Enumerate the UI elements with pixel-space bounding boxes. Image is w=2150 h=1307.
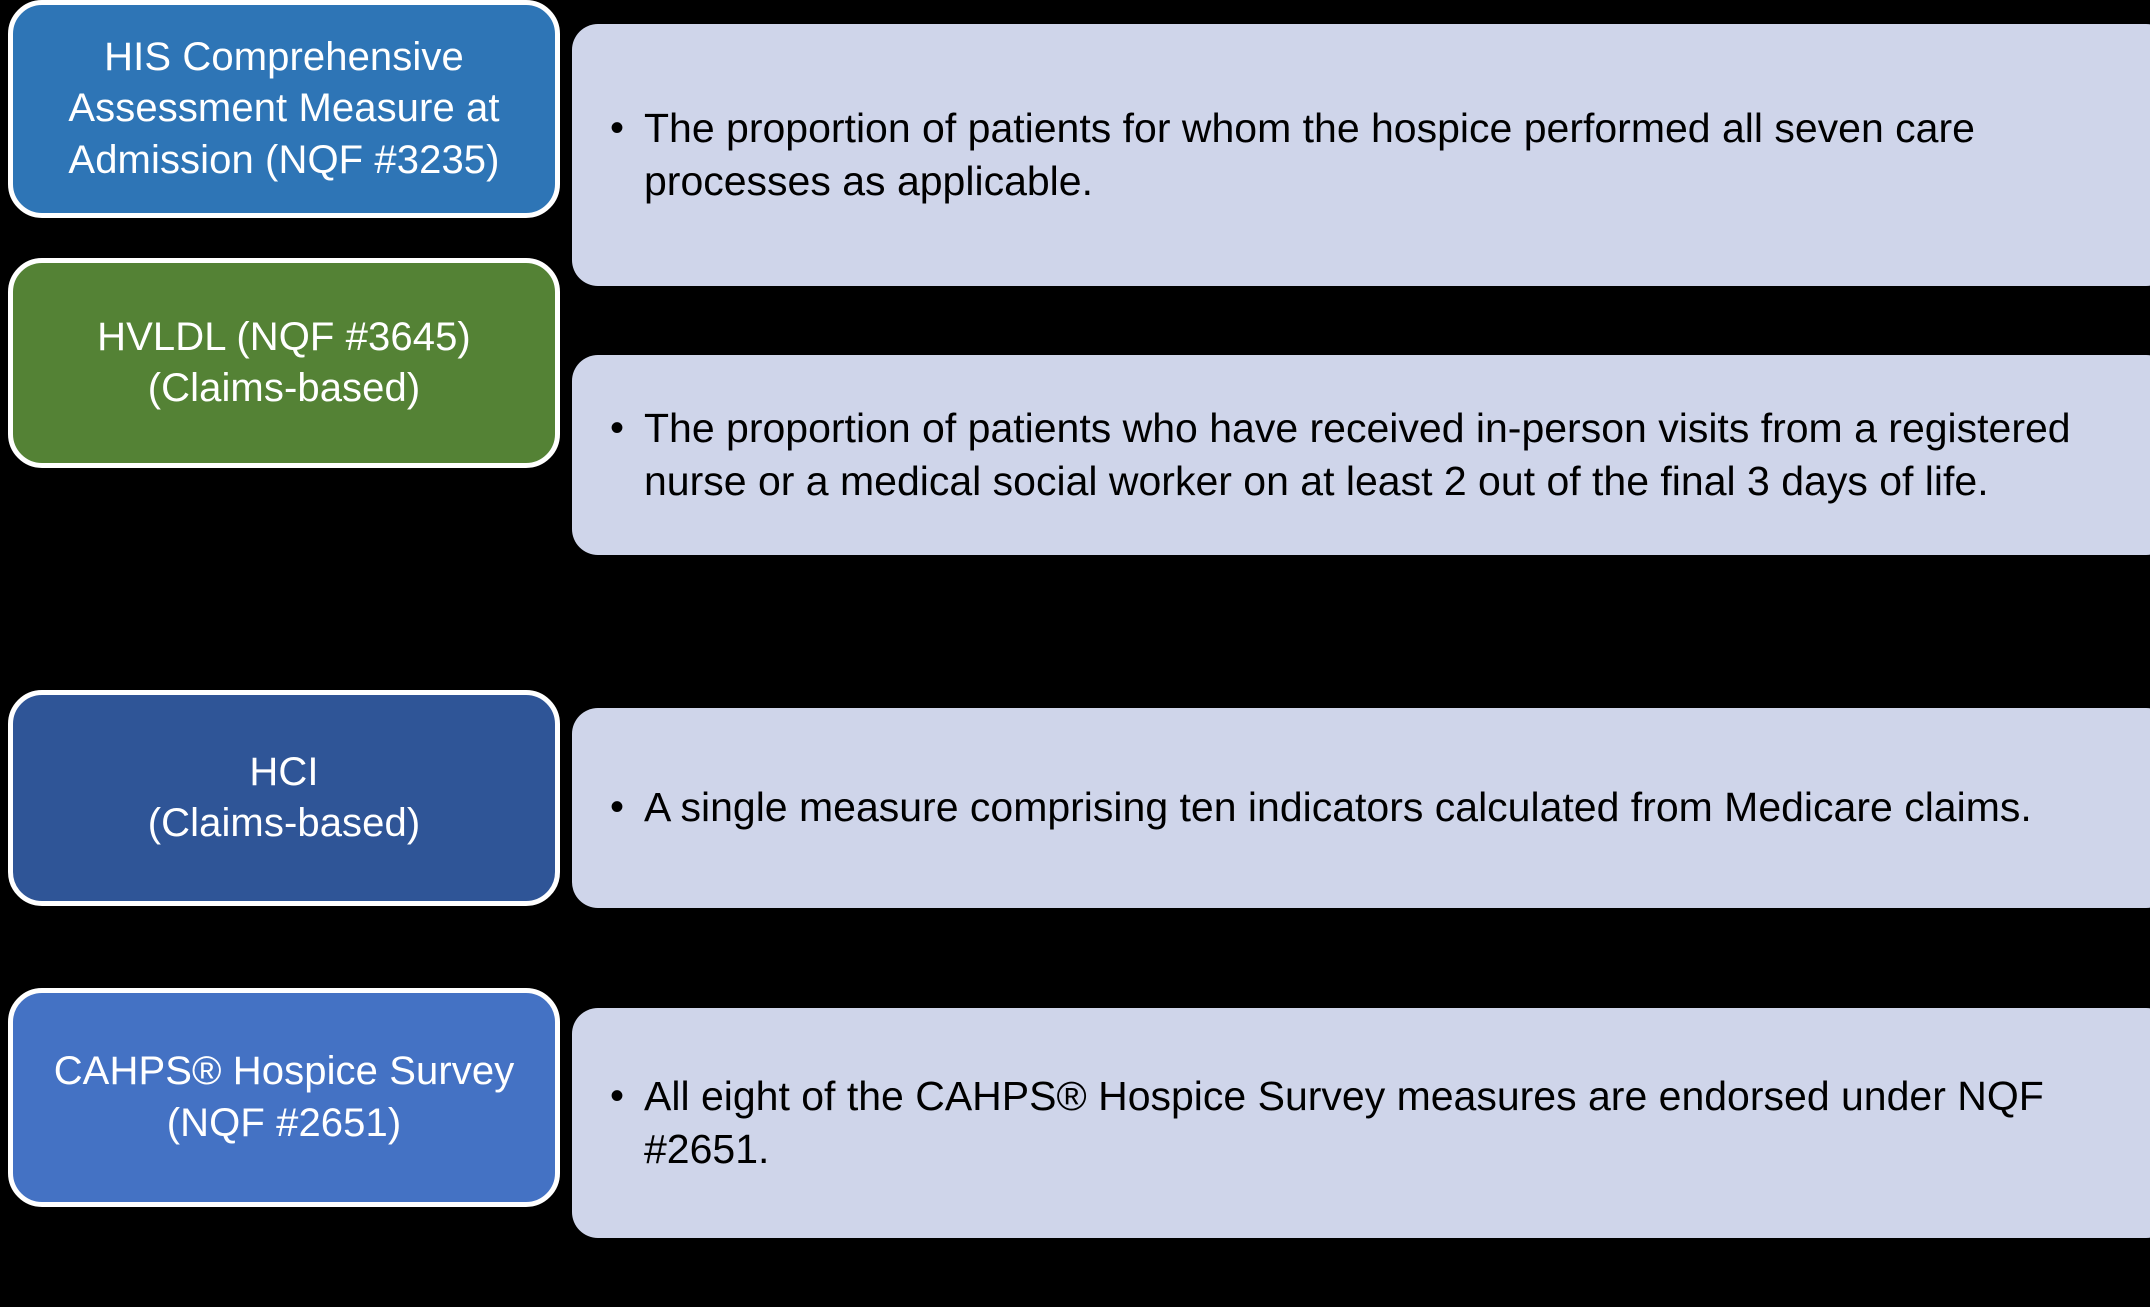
bullet-item: • A single measure comprising ten indica… xyxy=(610,781,2112,834)
measure-description-panel-hci: • A single measure comprising ten indica… xyxy=(572,708,2150,908)
measure-description-text: The proportion of patients who have rece… xyxy=(644,404,2071,504)
measure-description-panel-hvldl: • The proportion of patients who have re… xyxy=(572,355,2150,555)
bullet-point-icon: • xyxy=(610,1073,625,1118)
measure-label-text: HIS Comprehensive Assessment Measure at … xyxy=(35,32,533,186)
bullet-item: • The proportion of patients for whom th… xyxy=(610,102,2112,209)
bullet-item: • All eight of the CAHPS® Hospice Survey… xyxy=(610,1070,2112,1177)
measure-description-panel-his-comprehensive-assessment: • The proportion of patients for whom th… xyxy=(572,24,2150,286)
measure-label-line: HIS Comprehensive xyxy=(104,35,464,80)
measure-label-box-his-comprehensive-assessment: HIS Comprehensive Assessment Measure at … xyxy=(8,0,560,218)
measure-row-hvldl: HVLDL (NQF #3645) (Claims-based) • The p… xyxy=(0,250,2150,555)
measure-label-box-cahps-hospice-survey: CAHPS® Hospice Survey (NQF #2651) xyxy=(8,988,560,1207)
measure-row-his-comprehensive-assessment: HIS Comprehensive Assessment Measure at … xyxy=(0,0,2150,286)
measure-label-line: HCI xyxy=(249,749,319,794)
measure-label-box-hvldl: HVLDL (NQF #3645) (Claims-based) xyxy=(8,258,560,468)
measure-row-hci: HCI (Claims-based) • A single measure co… xyxy=(0,480,2150,908)
measure-description-text: All eight of the CAHPS® Hospice Survey m… xyxy=(644,1072,2044,1172)
measure-label-text: HVLDL (NQF #3645) (Claims-based) xyxy=(35,312,533,414)
measure-label-text: CAHPS® Hospice Survey (NQF #2651) xyxy=(35,1046,533,1148)
bullet-point-icon: • xyxy=(610,405,625,450)
bullet-point-icon: • xyxy=(610,105,625,150)
measure-label-line: (Claims-based) xyxy=(147,801,421,845)
bullet-item: • The proportion of patients who have re… xyxy=(610,402,2112,509)
measure-label-line: CAHPS® Hospice Survey xyxy=(53,1049,515,1094)
measure-description-panel-cahps-hospice-survey: • All eight of the CAHPS® Hospice Survey… xyxy=(572,1008,2150,1238)
measure-description-text: The proportion of patients for whom the … xyxy=(644,104,1975,204)
measure-row-cahps-hospice-survey: CAHPS® Hospice Survey (NQF #2651) • All … xyxy=(0,710,2150,1238)
measure-label-line: HVLDL (NQF #3645) xyxy=(97,314,471,359)
measure-label-line: Admission (NQF #3235) xyxy=(68,137,500,182)
measure-label-line: (NQF #2651) xyxy=(166,1100,402,1145)
measure-label-line: (Claims-based) xyxy=(147,366,421,410)
measure-label-box-hci: HCI (Claims-based) xyxy=(8,690,560,906)
measure-label-line: Assessment Measure at xyxy=(68,86,500,131)
bullet-point-icon: • xyxy=(610,785,625,830)
measure-label-text: HCI (Claims-based) xyxy=(35,747,533,849)
measure-description-text: A single measure comprising ten indicato… xyxy=(644,784,2032,831)
